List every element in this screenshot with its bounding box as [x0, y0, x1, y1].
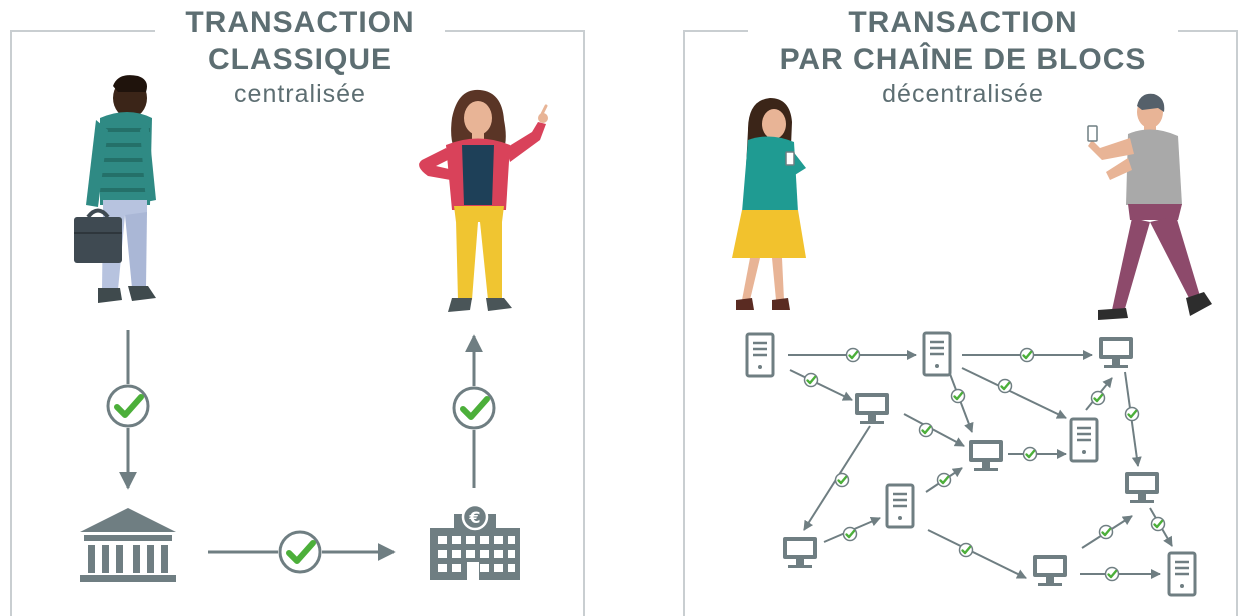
check-badge-icon: [803, 372, 819, 388]
woman-pointing-icon: [419, 89, 548, 312]
man-with-briefcase-icon: [74, 75, 156, 303]
blockchain-title-line1: TRANSACTION: [848, 6, 1078, 39]
check-badge-icon: [958, 542, 974, 558]
check-badge-icon: [845, 347, 861, 363]
classic-title-line2: CLASSIQUE: [207, 43, 393, 76]
check-badge-icon: [1090, 390, 1106, 406]
server-icon: [745, 332, 775, 378]
monitor-icon: [783, 537, 817, 568]
classic-title-line1: TRANSACTION: [185, 6, 415, 39]
bank-building-icon: [80, 508, 176, 582]
check-badge-icon: [842, 526, 858, 542]
euro-bank-building-icon: €: [430, 503, 520, 580]
check-badge-icon: [1019, 347, 1035, 363]
svg-text:€: €: [468, 508, 480, 527]
check-badge-icon: [834, 472, 850, 488]
monitor-icon: [1099, 337, 1133, 368]
check-badge-icon: [1150, 516, 1166, 532]
classic-title: TRANSACTION CLASSIQUE centralisée: [155, 4, 445, 109]
check-badge-icon: [1022, 446, 1038, 462]
check-badge-icon: [1098, 524, 1114, 540]
monitor-icon: [969, 440, 1003, 471]
check-badge-icon: [1124, 406, 1140, 422]
check-badge-icon: [997, 378, 1013, 394]
check-badge-icon: [280, 532, 320, 572]
check-badge-icon: [454, 388, 494, 428]
blockchain-subtitle: décentralisée: [882, 80, 1044, 108]
server-icon: [1069, 417, 1099, 463]
man-with-phone-icon: [1087, 93, 1212, 320]
check-badge-icon: [936, 472, 952, 488]
blockchain-title-line2: PAR CHAÎNE DE BLOCS: [779, 43, 1147, 76]
server-icon: [922, 331, 952, 377]
check-badge-icon: [950, 388, 966, 404]
monitor-icon: [1125, 472, 1159, 503]
monitor-icon: [855, 393, 889, 424]
check-badge-icon: [108, 386, 148, 426]
classic-subtitle: centralisée: [234, 80, 366, 108]
check-badge-icon: [918, 422, 934, 438]
blockchain-title: TRANSACTION PAR CHAÎNE DE BLOCS décentra…: [748, 4, 1178, 109]
server-icon: [1167, 551, 1197, 597]
monitor-icon: [1033, 555, 1067, 586]
woman-with-phone-icon: [732, 98, 806, 310]
server-icon: [885, 483, 915, 529]
check-badge-icon: [1104, 566, 1120, 582]
